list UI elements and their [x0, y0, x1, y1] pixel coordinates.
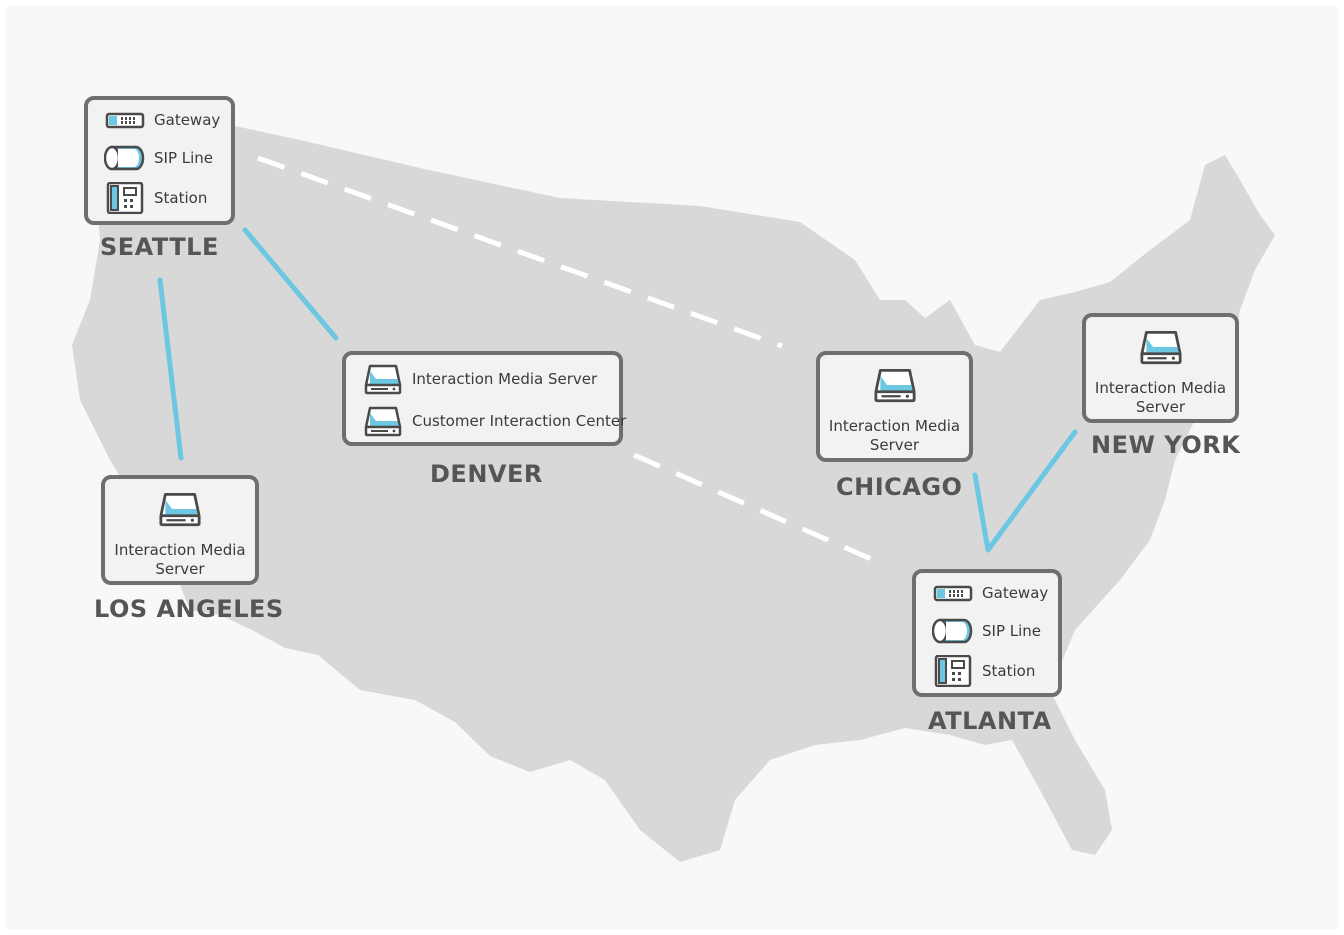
link-chicago-atlanta-new-york	[972, 429, 1078, 553]
server-icon	[364, 364, 402, 395]
server-icon	[873, 368, 916, 403]
server-icon	[364, 406, 402, 437]
seattle-station-row: Station	[104, 182, 207, 214]
denver-media-server-row: Interaction Media Server	[362, 363, 597, 395]
seattle-site-box: Gateway SIP Line Station	[84, 96, 235, 225]
gateway-icon	[105, 112, 145, 129]
seattle-sip-line-label: SIP Line	[154, 149, 214, 167]
new-york-server-label-line2: Server	[1135, 398, 1186, 416]
atlanta-site-box: Gateway SIP Line Station	[912, 569, 1062, 697]
link-seattle-denver	[242, 227, 339, 341]
new-york-site-box: Interaction Media Server	[1082, 313, 1239, 423]
los-angeles-server-label-line1: Interaction Media	[114, 541, 246, 559]
city-label-new-york: NEW YORK	[1091, 431, 1241, 459]
seattle-sip-row: SIP Line	[104, 142, 213, 174]
denver-media-server-label: Interaction Media Server	[412, 370, 598, 388]
denver-cic-row: Customer Interaction Center	[362, 405, 626, 437]
atlanta-station-row: Station	[932, 655, 1035, 687]
atlanta-sip-row: SIP Line	[932, 615, 1041, 647]
atlanta-sip-line-label: SIP Line	[982, 622, 1042, 640]
seattle-gateway-row: Gateway	[104, 104, 220, 136]
station-icon	[106, 182, 144, 214]
los-angeles-server-label-line2: Server	[155, 560, 205, 578]
chicago-server-label: Interaction Media Server	[820, 417, 969, 455]
sip-line-icon	[932, 618, 973, 644]
city-label-los-angeles: LOS ANGELES	[94, 595, 284, 623]
seattle-station-label: Station	[154, 189, 208, 207]
server-icon	[159, 492, 201, 527]
chicago-server-label-line2: Server	[869, 436, 920, 454]
denver-site-box: Interaction Media Server Customer Intera…	[342, 351, 626, 446]
seattle-gateway-label: Gateway	[154, 111, 221, 129]
link-seattle-los-angeles	[157, 277, 184, 461]
city-label-denver: DENVER	[430, 460, 543, 488]
atlanta-gateway-label: Gateway	[982, 584, 1049, 602]
gateway-icon	[933, 585, 973, 602]
chicago-site-box: Interaction Media Server	[816, 351, 973, 462]
city-label-seattle: SEATTLE	[100, 233, 219, 261]
atlanta-station-label: Station	[982, 662, 1036, 680]
atlanta-gateway-row: Gateway	[932, 577, 1048, 609]
denver-cic-label: Customer Interaction Center	[412, 412, 627, 430]
los-angeles-server-label: Interaction Media Server	[105, 541, 255, 579]
new-york-server-label: Interaction Media Server	[1086, 379, 1235, 417]
server-icon	[1139, 330, 1182, 365]
link-seattle-chicago	[257, 155, 783, 349]
chicago-server-label-line1: Interaction Media	[828, 417, 961, 435]
city-label-atlanta: ATLANTA	[928, 707, 1052, 735]
station-icon	[934, 655, 972, 687]
city-label-chicago: CHICAGO	[836, 473, 963, 501]
new-york-server-label-line1: Interaction Media	[1094, 379, 1227, 397]
los-angeles-site-box: Interaction Media Server	[101, 475, 259, 585]
sip-line-icon	[104, 145, 145, 171]
